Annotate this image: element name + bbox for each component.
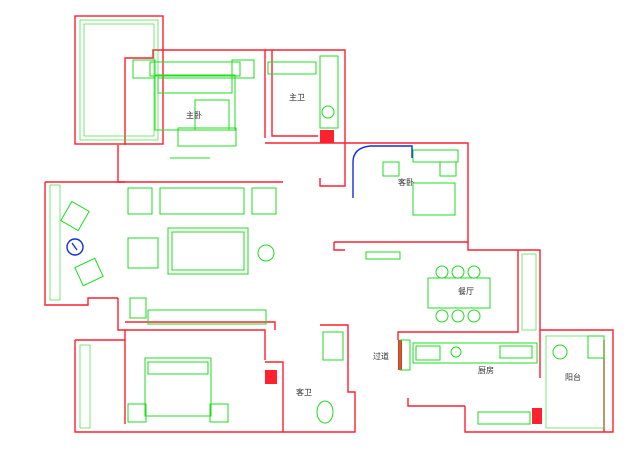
kitchen-balcony-wall (464, 249, 614, 433)
sofa (159, 187, 245, 215)
side-table-right (251, 187, 277, 215)
guest-bed (412, 182, 456, 216)
closet-rail (267, 61, 317, 75)
furniture (49, 19, 605, 429)
side-table-left (127, 187, 153, 215)
guest-room-bed (144, 357, 212, 417)
label-kitchen: 厨房 (478, 365, 494, 375)
lamp-symbol (66, 238, 84, 256)
kitchen-lower-counter (477, 411, 531, 425)
living-left-wall (44, 182, 118, 306)
lounge-chair-1 (60, 200, 90, 232)
tv-cabinet (147, 309, 267, 325)
balcony-top-left-wall (74, 15, 164, 145)
balcony-washbasin (552, 344, 568, 360)
guest-bath-wall (283, 324, 356, 433)
label-dining: 餐厅 (458, 287, 474, 296)
walls (44, 15, 614, 433)
master-bath-counter (319, 55, 339, 129)
guest-bedroom-door-arc (352, 145, 413, 198)
door-swings (66, 145, 413, 256)
guest-room-wall (75, 329, 266, 360)
label-passage: 过道 (373, 351, 389, 361)
guest-bedroom-wall (345, 142, 469, 242)
armchair (127, 237, 159, 269)
kitchen-counter (412, 342, 538, 364)
toilet (316, 400, 334, 424)
coffee-table (167, 227, 249, 275)
label-master-bedroom: 主卧 (186, 110, 202, 120)
master-bath-wall (265, 49, 346, 144)
ottoman (129, 297, 147, 319)
label-balcony: 阳台 (565, 372, 581, 382)
master-bedroom-wall (124, 49, 266, 145)
label-guest-bedroom: 客卧 (398, 177, 414, 187)
nightstand-right (231, 59, 255, 79)
label-guest-bath: 客卫 (296, 387, 312, 397)
room-labels: 主卧 主卫 客卧 餐厅 过道 厨房 阳台 客卫 (186, 92, 581, 397)
label-master-bath: 主卫 (289, 92, 305, 102)
lounge-chair-2 (74, 257, 104, 287)
guest-bath-vanity (322, 331, 344, 361)
nightstand-left (132, 59, 156, 79)
